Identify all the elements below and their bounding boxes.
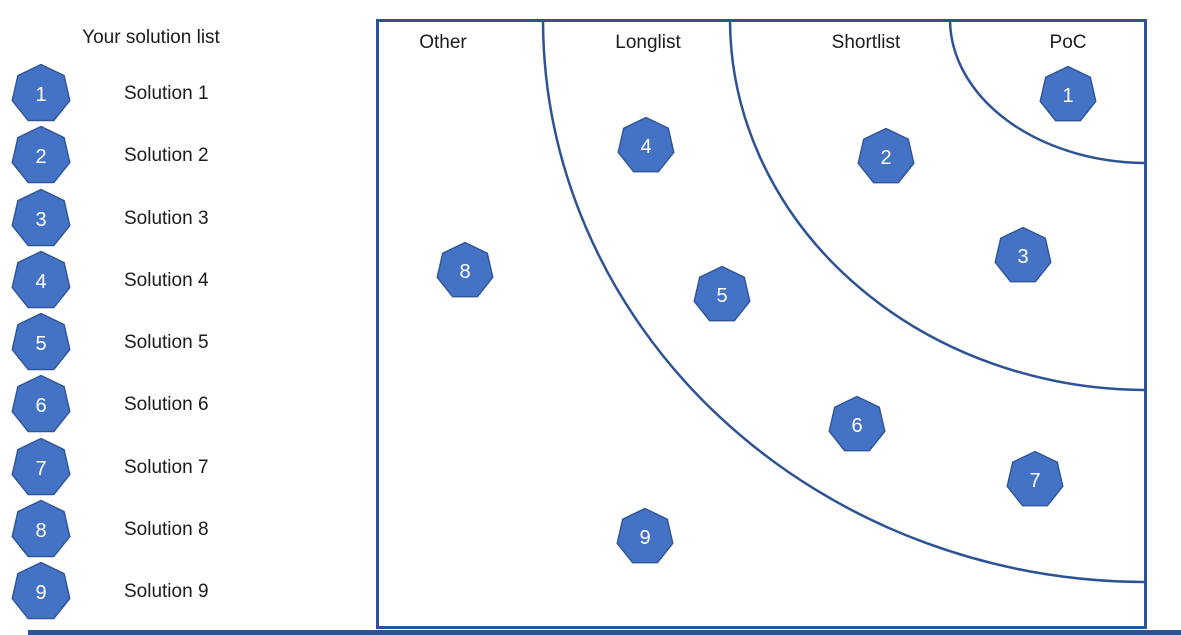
solution-label: Solution 8 [124,518,209,540]
heptagon-icon [617,116,675,173]
solution-list-item: 4 Solution 4 [0,250,209,311]
zone-label-poc: PoC [1050,32,1087,53]
heptagon-icon [11,375,71,433]
solution-label: Solution 2 [124,145,209,167]
chart-marker-6[interactable]: 6 [828,395,886,452]
solution-list-item: 2 Solution 2 [0,126,209,186]
zone-arc-shortlist-boundary [728,22,1144,392]
heptagon-icon [436,241,494,298]
heptagon-icon [857,127,915,184]
badge-number: 2 [35,146,46,168]
solution-badge-8[interactable]: 8 [10,499,72,560]
marker-number: 8 [459,261,470,283]
marker-number: 6 [851,415,862,437]
heptagon-icon [11,562,71,620]
marker-number: 1 [1062,85,1073,107]
solution-badge-7[interactable]: 7 [10,437,72,498]
zone-label-longlist: Longlist [615,32,681,53]
solution-list-item: 6 Solution 6 [0,375,209,435]
solution-list-title: Your solution list [82,27,220,48]
solution-badge-1[interactable]: 1 [10,64,72,124]
heptagon-icon [11,126,71,184]
zone-arc-poc-boundary [948,22,1144,165]
zone-label-other: Other [419,32,467,53]
solution-badge-2[interactable]: 2 [10,126,72,186]
zone-label-shortlist: Shortlist [832,32,901,53]
solution-label: Solution 7 [124,456,209,478]
marker-number: 4 [640,136,651,158]
heptagon-icon [616,507,674,564]
heptagon-icon [11,437,71,495]
solution-list-item: 5 Solution 5 [0,313,209,373]
solution-label: Solution 1 [124,83,209,104]
chart-marker-3[interactable]: 3 [994,226,1052,283]
heptagon-icon [1039,65,1097,122]
marker-number: 5 [716,285,727,307]
heptagon-icon [11,499,71,558]
solution-label: Solution 4 [124,269,209,291]
marker-number: 9 [639,527,650,549]
heptagon-icon [11,313,71,371]
solution-label: Solution 6 [124,394,209,416]
badge-number: 9 [35,582,46,604]
chart-marker-5[interactable]: 5 [693,265,751,322]
badge-number: 5 [35,333,46,355]
solution-label: Solution 5 [124,332,209,353]
funnel-chart-canvas: Other Longlist Shortlist PoC 1 2 3 4 5 6 7 8 9 [419,22,1144,584]
badge-number: 1 [35,84,46,106]
badge-number: 8 [35,520,46,542]
solution-label: Solution 3 [124,207,209,229]
solution-badge-4[interactable]: 4 [10,250,72,311]
heptagon-icon [11,188,71,246]
heptagon-icon [828,395,886,452]
marker-number: 7 [1029,470,1040,492]
solution-badge-6[interactable]: 6 [10,375,72,435]
heptagon-icon [11,250,71,309]
solution-badge-3[interactable]: 3 [10,188,72,249]
bottom-edge-line [28,630,1181,635]
marker-number: 2 [880,147,891,169]
marker-number: 3 [1017,246,1028,268]
heptagon-icon [11,64,71,122]
chart-marker-4[interactable]: 4 [617,116,675,173]
solution-badge-9[interactable]: 9 [10,562,72,622]
badge-number: 4 [35,271,46,293]
badge-number: 7 [35,458,46,480]
chart-marker-2[interactable]: 2 [857,127,915,184]
chart-marker-1[interactable]: 1 [1039,65,1097,122]
heptagon-icon [994,226,1052,283]
chart-marker-8[interactable]: 8 [436,241,494,298]
heptagon-icon [1006,450,1064,507]
funnel-chart: Other Longlist Shortlist PoC 1 2 3 4 5 6 7 8 9 [376,19,1147,629]
chart-marker-7[interactable]: 7 [1006,450,1064,507]
chart-marker-9[interactable]: 9 [616,507,674,564]
solution-list-item: 9 Solution 9 [0,562,209,622]
zone-arc-longlist-boundary [541,22,1144,584]
badge-number: 3 [35,209,46,231]
solution-list-item: 7 Solution 7 [0,437,209,498]
badge-number: 6 [35,395,46,417]
solution-label: Solution 9 [124,581,209,602]
heptagon-icon [693,265,751,322]
solution-list-item: 8 Solution 8 [0,499,209,560]
solution-list-item: 1 Solution 1 [0,64,209,124]
solution-badge-5[interactable]: 5 [10,313,72,373]
solution-list-item: 3 Solution 3 [0,188,209,249]
